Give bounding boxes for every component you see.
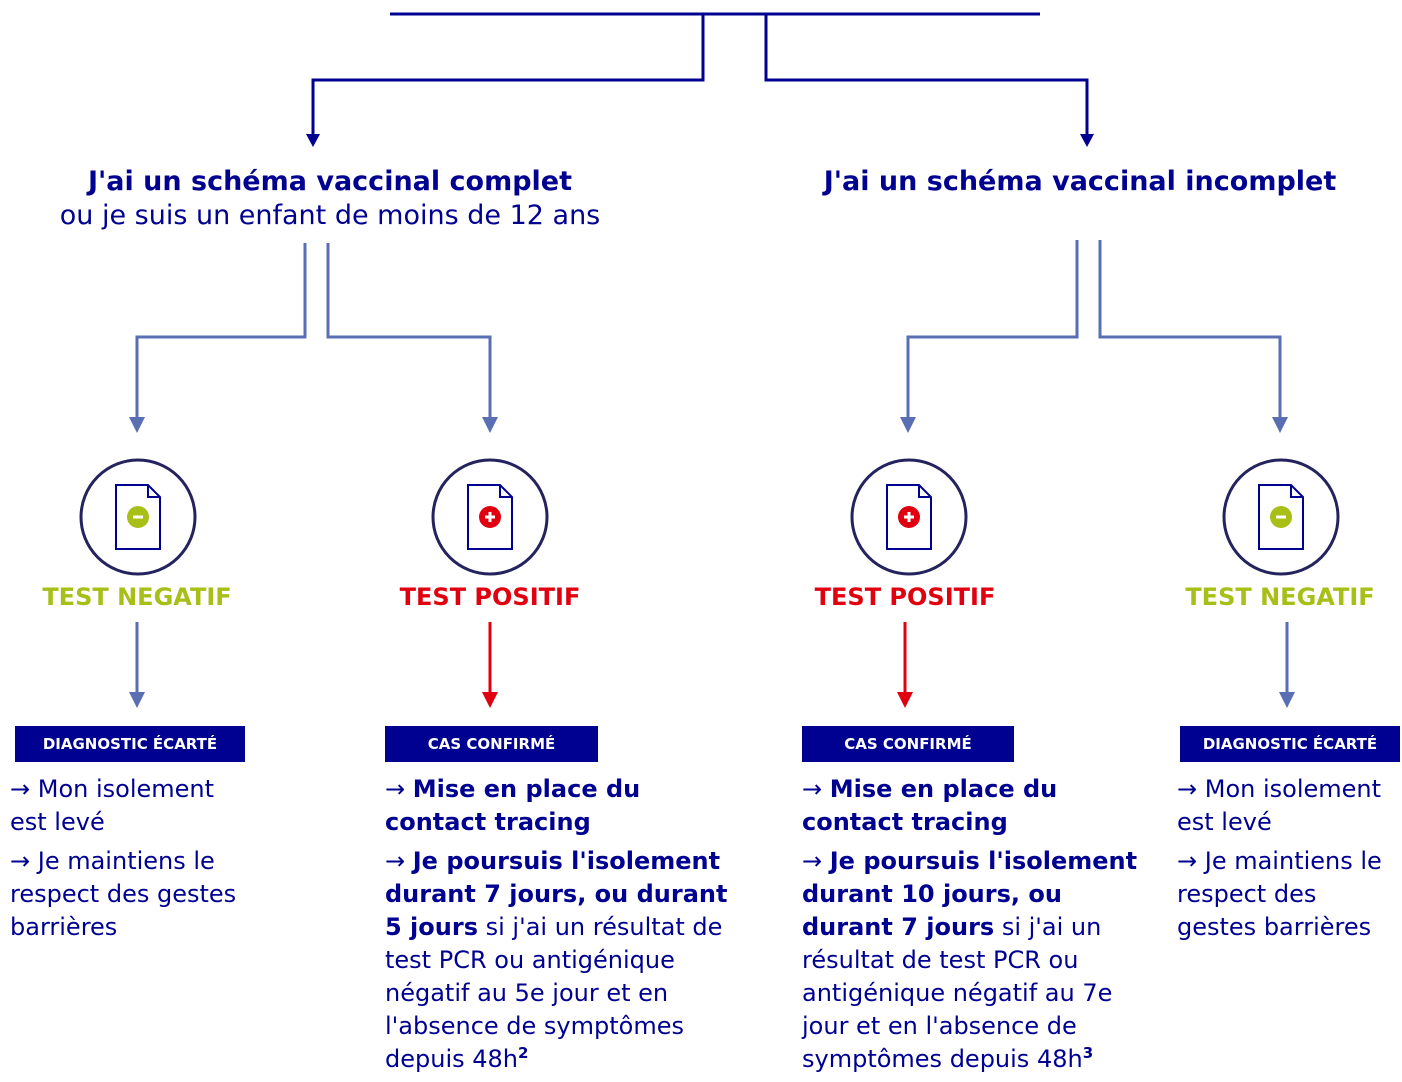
arrow-right-icon: → <box>802 775 823 803</box>
result-negative-label: TEST NEGATIF <box>1185 583 1375 611</box>
actions-positive-incomplete: → Mise en place du contact tracing → Je … <box>802 773 1142 1082</box>
branch-arrowheads <box>129 417 1288 433</box>
status-badge-diagnostic-ecarte: DIAGNOSTIC ÉCARTÉ <box>1180 726 1400 762</box>
positive-test-document-icon <box>850 458 968 576</box>
arrow-right-icon: → <box>802 847 823 875</box>
result-negative-label: TEST NEGATIF <box>42 583 232 611</box>
action-text: Mon isolement est levé <box>10 775 215 836</box>
arrow-right-icon: → <box>10 847 31 875</box>
footnote-ref: 2 <box>518 1044 529 1062</box>
actions-positive-complete: → Mise en place du contact tracing → Je … <box>385 773 730 1082</box>
top-connector <box>311 12 1089 138</box>
action-item: → Je poursuis l'isolement durant 10 jour… <box>802 845 1142 1076</box>
status-badge-cas-confirme: CAS CONFIRMÉ <box>802 726 1014 762</box>
branch-title-incomplete: J'ai un schéma vaccinal incomplet <box>780 165 1380 199</box>
action-text: si j'ai un résultat de test PCR ou antig… <box>802 913 1113 1073</box>
negative-test-document-icon <box>79 458 197 576</box>
action-bold-text: Mise en place du contact tracing <box>385 775 641 836</box>
right-branch-connector <box>906 240 1282 420</box>
action-item: → Je maintiens le respect des gestes bar… <box>1177 845 1397 944</box>
action-text: Mon isolement est levé <box>1177 775 1382 836</box>
arrow-right-icon: → <box>10 775 31 803</box>
action-item: → Je maintiens le respect des gestes bar… <box>10 845 240 944</box>
action-item: → Mise en place du contact tracing <box>385 773 730 839</box>
action-bold-text: Mise en place du contact tracing <box>802 775 1058 836</box>
negative-test-document-icon <box>1222 458 1340 576</box>
actions-negative-complete: → Mon isolement est levé → Je maintiens … <box>10 773 240 950</box>
actions-negative-incomplete: → Mon isolement est levé → Je maintiens … <box>1177 773 1397 950</box>
action-bold-text: Je poursuis l'isolement durant 10 jours,… <box>802 847 1138 941</box>
branch-title-complete: J'ai un schéma vaccinal complet ou je su… <box>30 165 630 233</box>
action-item: → Mon isolement est levé <box>1177 773 1397 839</box>
arrow-right-icon: → <box>1177 775 1198 803</box>
footnote-ref: 3 <box>1082 1044 1094 1062</box>
arrow-right-icon: → <box>385 847 406 875</box>
branch-title-bold: J'ai un schéma vaccinal incomplet <box>823 166 1337 197</box>
top-arrowheads <box>306 134 1094 147</box>
action-item: → Mise en place du contact tracing <box>802 773 1142 839</box>
branch-title-bold: J'ai un schéma vaccinal complet <box>87 166 573 197</box>
action-item: → Mon isolement est levé <box>10 773 240 839</box>
arrow-right-icon: → <box>1177 847 1198 875</box>
arrow-right-icon: → <box>385 775 406 803</box>
action-text: Je maintiens le respect des gestes barri… <box>1177 847 1382 941</box>
result-positive-label: TEST POSITIF <box>399 583 581 611</box>
result-positive-label: TEST POSITIF <box>814 583 996 611</box>
action-bold-text: Je poursuis l'isolement durant 7 jours, … <box>385 847 728 941</box>
action-text: Je maintiens le respect des gestes barri… <box>10 847 237 941</box>
status-badge-cas-confirme: CAS CONFIRMÉ <box>385 726 598 762</box>
left-branch-connector <box>135 243 492 420</box>
result-arrows <box>129 622 1295 708</box>
action-item: → Je poursuis l'isolement durant 7 jours… <box>385 845 730 1076</box>
status-badge-diagnostic-ecarte: DIAGNOSTIC ÉCARTÉ <box>15 726 245 762</box>
action-text: si j'ai un résultat de test PCR ou antig… <box>385 913 723 1073</box>
positive-test-document-icon <box>431 458 549 576</box>
branch-title-normal: ou je suis un enfant de moins de 12 ans <box>59 200 601 231</box>
